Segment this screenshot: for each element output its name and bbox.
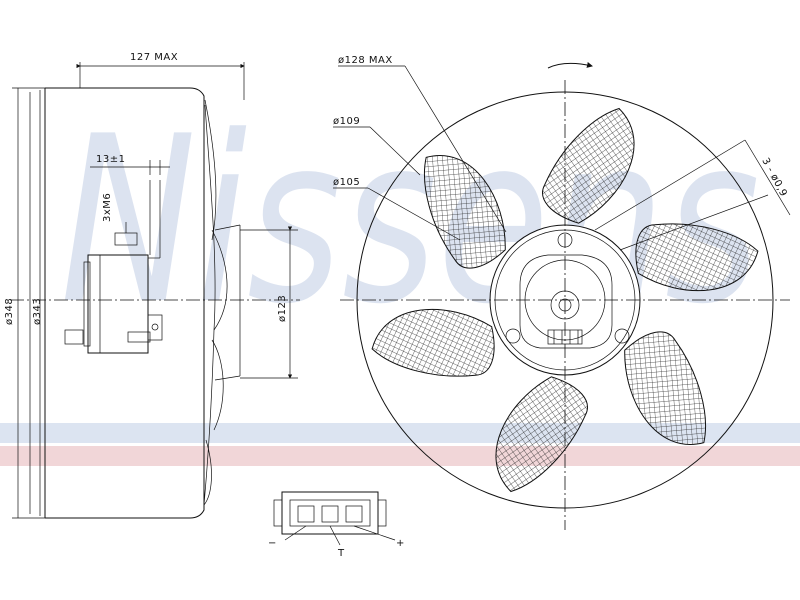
connector-detail (273, 491, 396, 546)
inner-diameter-label: ø343 (32, 298, 43, 325)
background-band-blue (0, 423, 800, 443)
fan-blade (371, 308, 495, 377)
background-band-pink (0, 446, 800, 466)
fan-max-diameter-label: ø128 MAX (338, 55, 393, 66)
hub-diameter-label: ø123 (277, 295, 288, 322)
holes-label: 3 - ø0,9 (759, 156, 789, 199)
connector-minus-label: − (268, 538, 277, 549)
fan-blade (624, 331, 707, 445)
outer-diameter-label: ø348 (4, 298, 15, 325)
watermark-logo: Nissens (60, 88, 760, 355)
front-view (333, 61, 791, 530)
side-view (10, 62, 300, 519)
fan-blade (495, 376, 588, 493)
diameter-105-label: ø105 (333, 177, 360, 188)
connector-plus-label: + (396, 538, 405, 549)
connector-t-label: T (337, 548, 345, 559)
fan-blades (371, 107, 759, 493)
fan-blade (423, 155, 506, 269)
fan-blade (635, 223, 759, 292)
diameter-109-label: ø109 (333, 116, 360, 127)
mount-thread-label: 3xM6 (102, 193, 113, 222)
hub-offset-label: 13±1 (96, 154, 125, 165)
depth-max-label: 127 MAX (130, 52, 178, 63)
fan-blade (542, 107, 635, 224)
